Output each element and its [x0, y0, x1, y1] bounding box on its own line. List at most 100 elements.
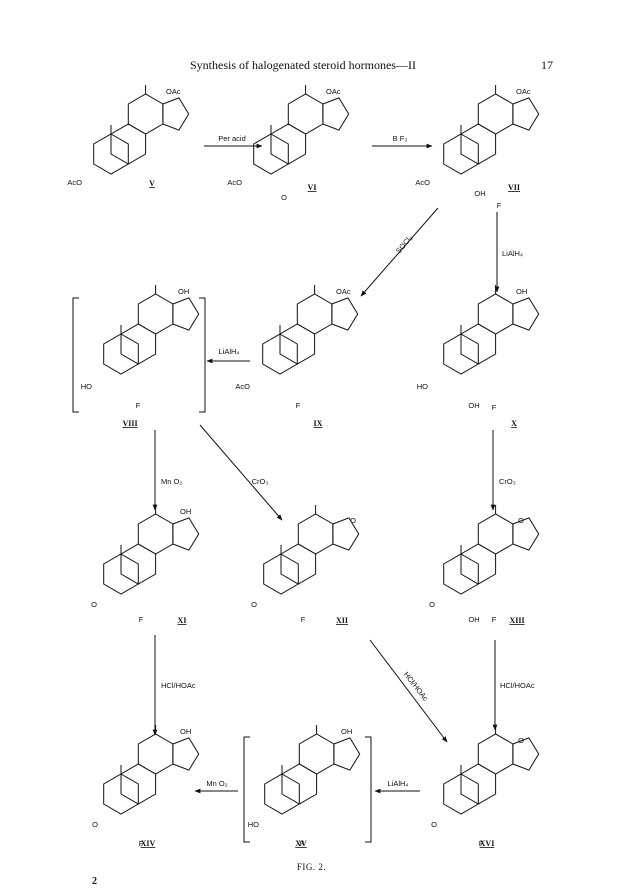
- substituent-label: O: [91, 600, 97, 609]
- reaction-arrow-v-to-vi: Per acid: [204, 134, 263, 149]
- left-bracket: [243, 736, 250, 843]
- reagent-label: Mn O₂: [161, 477, 182, 486]
- substituent-label: O: [518, 736, 524, 745]
- reagent-label: HCl/HOAc: [500, 681, 535, 690]
- reaction-arrow-x-to-xiii: CrO₃: [490, 430, 516, 511]
- steroid-skeleton: [103, 724, 200, 815]
- reaction-arrow-xii-to-xvi: HCl/HOAc: [369, 639, 448, 743]
- substituent-label: OH: [468, 401, 479, 410]
- reagent-label: B F₃: [393, 134, 408, 143]
- substituent-label: F: [139, 839, 144, 848]
- steroid-skeleton: [443, 84, 540, 175]
- reaction-arrow-viii-to-xi: Mn O₂: [152, 430, 182, 511]
- reagent-label: LiAlH₄: [219, 347, 240, 356]
- steroid-skeleton: [103, 284, 200, 375]
- substituent-label: F: [139, 615, 144, 624]
- substituent-label: AcO: [415, 178, 430, 187]
- figure-caption: FIG. 2.: [296, 862, 327, 872]
- compound-number: XIII: [509, 616, 524, 625]
- compound-number: VII: [508, 183, 520, 192]
- reagent-label: SOCl₂: [394, 233, 414, 255]
- substituent-label: OH: [341, 727, 352, 736]
- substituent-label: F: [492, 403, 497, 412]
- reagent-label: CrO₃: [252, 477, 269, 486]
- right-bracket: [199, 297, 206, 413]
- steroid-skeleton: [443, 504, 540, 595]
- substituent-label: OH: [468, 615, 479, 624]
- reagent-label: CrO₃: [499, 477, 516, 486]
- page-mark: 2: [92, 876, 97, 887]
- substituent-label: O: [251, 600, 257, 609]
- substituent-label: OAc: [516, 87, 531, 96]
- arrow-line: [360, 207, 439, 297]
- steroid-skeleton: [443, 284, 540, 375]
- reagent-label: LiAlH₄: [388, 779, 409, 788]
- reaction-arrow-vii-to-ix: SOCl₂: [360, 207, 439, 297]
- substituent-label: F: [300, 839, 305, 848]
- substituent-label: OH: [180, 507, 191, 516]
- page-header-title: Synthesis of halogenated steroid hormone…: [190, 58, 416, 72]
- substituent-label: HO: [417, 382, 428, 391]
- compound-number: XVI: [480, 839, 495, 848]
- steroid-skeleton: [262, 284, 359, 375]
- substituent-label: AcO: [227, 178, 242, 187]
- reaction-arrow-xv-to-xiv: Mn O₂: [194, 779, 238, 794]
- steroid-skeleton: [253, 84, 350, 175]
- reaction-arrow-vii-to-x: LiAlH₄: [494, 212, 523, 293]
- reaction-arrow-xvi-to-xv: LiAlH₄: [374, 779, 420, 794]
- reagent-label: Mn O₂: [206, 779, 227, 788]
- substituent-label: O: [518, 516, 524, 525]
- steroid-skeleton: [93, 84, 190, 175]
- bracket-intermediate-xv: [243, 736, 372, 843]
- compound-number: XI: [178, 616, 187, 625]
- steroid-skeleton: [263, 504, 360, 595]
- substituent-label: F: [492, 615, 497, 624]
- substituent-label: F: [136, 401, 141, 410]
- substituent-label: AcO: [235, 382, 250, 391]
- compound-number: XV: [295, 839, 307, 848]
- bracket-intermediate-viii: [72, 297, 206, 413]
- reagent-label: Per acid: [218, 134, 246, 143]
- substituent-label: OH: [474, 189, 485, 198]
- arrow-line: [199, 424, 283, 521]
- steroid-skeleton: [443, 724, 540, 815]
- reagent-label: LiAlH₄: [502, 249, 523, 258]
- left-bracket: [72, 297, 79, 413]
- page-number: 17: [541, 58, 553, 72]
- steroid-skeleton: [264, 724, 361, 815]
- reaction-arrow-vi-to-vii: B F₃: [372, 134, 433, 149]
- substituent-label: OAc: [336, 287, 351, 296]
- substituent-label: OH: [180, 727, 191, 736]
- steroid-skeleton: [103, 504, 200, 595]
- substituent-label: OH: [178, 287, 189, 296]
- substituent-label: AcO: [67, 178, 82, 187]
- substituent-label: F: [296, 401, 301, 410]
- compound-number: V: [149, 179, 155, 188]
- substituent-label: O: [281, 193, 287, 202]
- substituent-label: F: [497, 201, 502, 210]
- arrow-line: [369, 639, 448, 743]
- reaction-arrow-ix-to-viii: LiAlH₄: [206, 347, 250, 364]
- compound-xiii: O O OH F XIII: [429, 504, 540, 625]
- compound-xi: OH O F XI: [91, 504, 200, 625]
- compound-number: IX: [314, 419, 323, 428]
- compound-number: VI: [308, 183, 317, 192]
- substituent-label: O: [429, 600, 435, 609]
- substituent-label: O: [431, 820, 437, 829]
- substituent-label: OAc: [166, 87, 181, 96]
- substituent-label: O: [350, 516, 356, 525]
- compound-number: XIV: [141, 839, 156, 848]
- compound-number: XII: [336, 616, 348, 625]
- reaction-arrow-xiii-to-xvi: HCl/HOAc: [492, 640, 535, 731]
- compound-number: VIII: [122, 419, 137, 428]
